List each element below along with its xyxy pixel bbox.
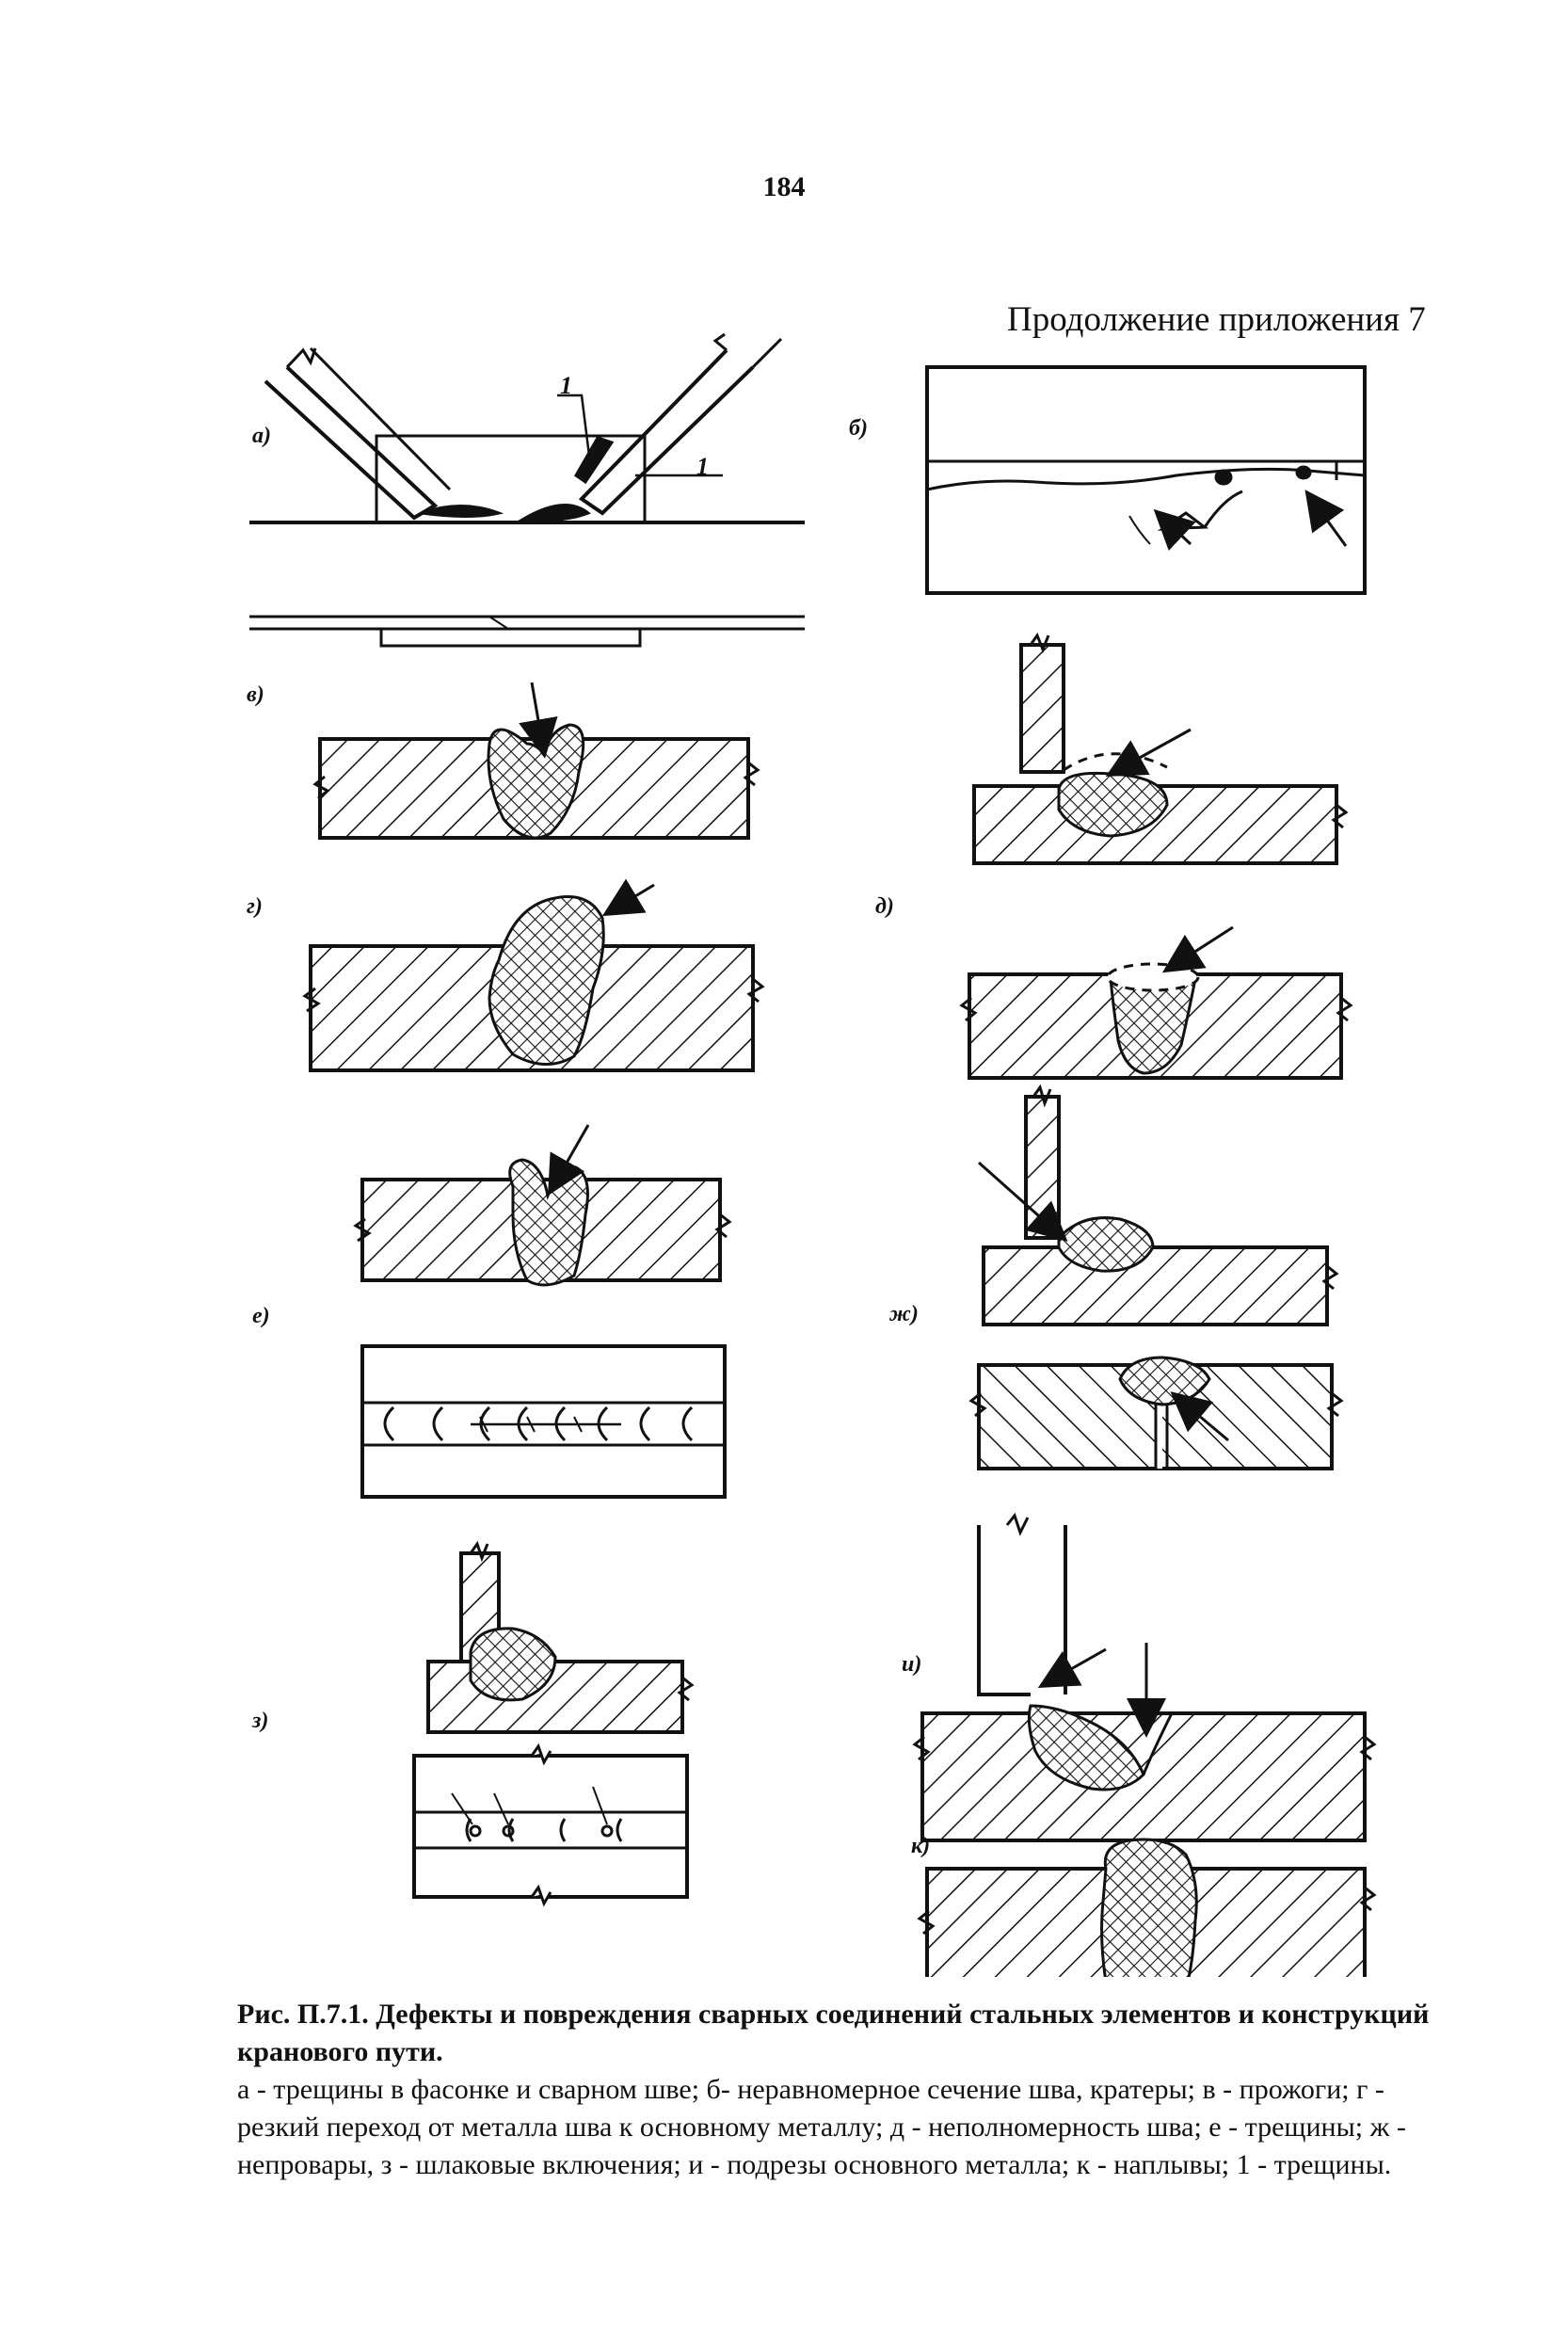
panel-k-bead <box>1100 1838 1198 1977</box>
panel-a-drawing <box>249 332 805 648</box>
page-number: 184 <box>762 171 806 202</box>
panel-g-drawing <box>302 878 765 1072</box>
label-b: б) <box>849 416 868 441</box>
crack-callout-1b: 1 <box>696 453 709 480</box>
appendix-title: Продолжение приложения 7 <box>1007 300 1426 339</box>
panel-v2-drawing <box>972 632 1349 865</box>
panel-b-drawing <box>925 365 1367 595</box>
caption-title: Рис. П.7.1. Дефекты и повреждения сварны… <box>237 1999 1430 2067</box>
label-zh: ж) <box>888 1302 919 1326</box>
panel-e-drawing <box>360 1344 727 1499</box>
panel-zh-drawing <box>968 1084 1344 1470</box>
panel-z-drawing <box>412 1540 695 1907</box>
label-v: в) <box>247 683 264 707</box>
panel-d-drawing <box>353 1124 732 1287</box>
label-d: д) <box>875 894 894 919</box>
label-k: к) <box>911 1834 930 1858</box>
panel-i-drawing <box>912 1512 1377 1842</box>
panel-v-drawing <box>312 682 760 840</box>
label-i: и) <box>902 1652 921 1677</box>
crack-callout-1: 1 <box>560 372 572 399</box>
caption-legend: а - трещины в фасонке и сварном шве; б- … <box>237 2074 1406 2180</box>
label-g: г) <box>247 894 263 919</box>
label-z: з) <box>251 1709 268 1733</box>
label-e: е) <box>252 1304 270 1328</box>
weld-defects-figure: 1 1 <box>247 332 1377 1977</box>
panel-d2-drawing <box>959 925 1353 1080</box>
label-a: а) <box>252 424 271 448</box>
figure-caption: Рис. П.7.1. Дефекты и повреждения сварны… <box>237 1996 1461 2184</box>
